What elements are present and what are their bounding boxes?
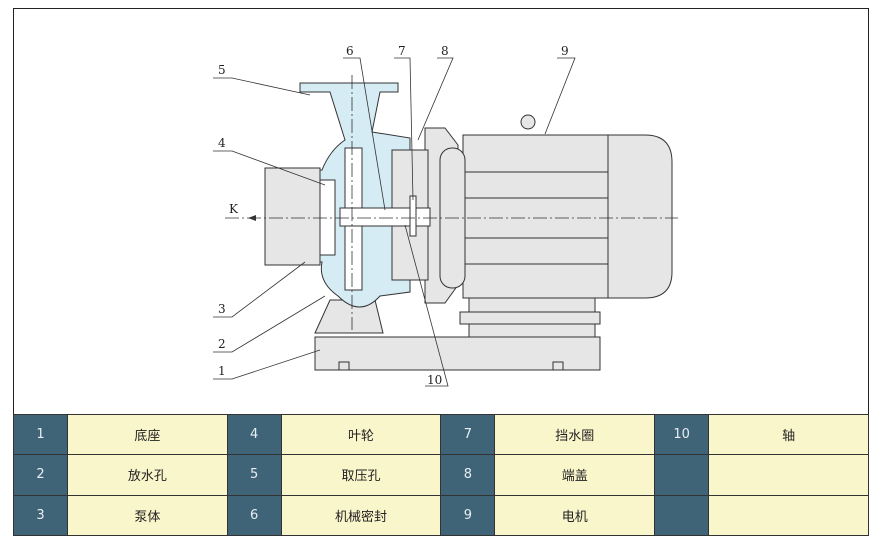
part-name: 取压孔 [280,454,442,496]
part-number: 6 [226,494,282,537]
pump-cross-section-diagram: K 5 4 3 2 1 6 7 8 9 10 [213,44,678,387]
part-name: 叶轮 [280,413,442,456]
part-number: 7 [440,413,496,456]
part-name [708,454,869,496]
part-name: 电机 [494,494,656,537]
fan-cover [607,134,673,299]
callout-1: 1 [218,364,226,378]
part-name: 端盖 [494,454,656,496]
part-number: 1 [13,413,68,456]
callout-5: 5 [218,63,226,77]
part-number: 10 [654,413,710,456]
callout-7: 7 [398,44,406,58]
lifting-eye [520,114,536,130]
motor-body [462,134,609,299]
inlet-label: K [229,202,239,216]
inlet-flange [264,167,321,266]
part-number: 8 [440,454,496,496]
part-name [708,494,869,537]
part-name: 底座 [67,413,228,456]
part-number: 4 [226,413,282,456]
part-number: 2 [13,454,68,496]
callout-10: 10 [427,373,442,387]
callout-9: 9 [561,44,569,58]
callout-2: 2 [218,337,226,351]
part-number [654,454,710,496]
part-name: 放水孔 [67,454,228,496]
part-number: 9 [440,494,496,537]
part-number: 3 [13,494,68,537]
part-name: 挡水圈 [494,413,656,456]
callout-8: 8 [441,44,449,58]
pump-foot [314,299,384,334]
callout-6: 6 [346,44,354,58]
callout-3: 3 [218,302,226,316]
water-ring [409,195,417,237]
part-name: 泵体 [67,494,228,537]
part-name: 轴 [708,413,869,456]
part-name: 机械密封 [280,494,442,537]
callout-4: 4 [218,136,226,150]
part-number: 5 [226,454,282,496]
part-number [654,494,710,537]
